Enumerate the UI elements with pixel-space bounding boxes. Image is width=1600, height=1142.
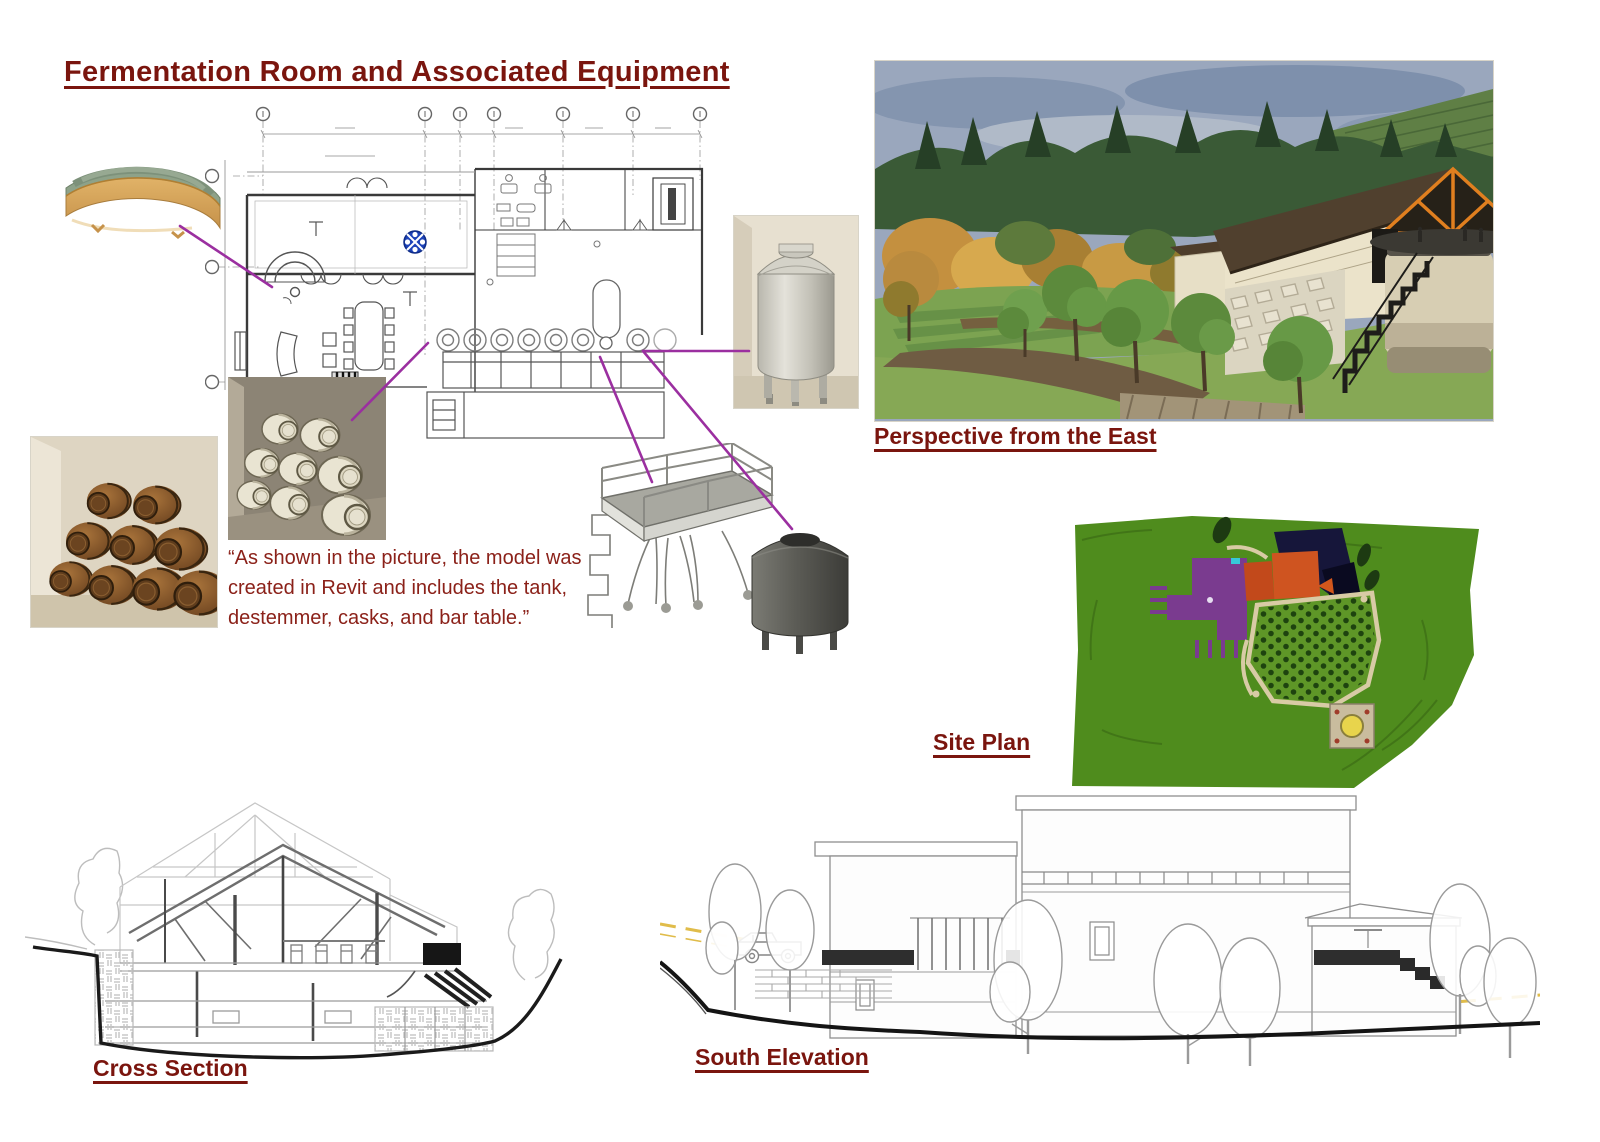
perspective-figure: Perspective from the East <box>874 60 1494 449</box>
site-plan-rendering <box>1072 516 1479 788</box>
annotation-text: “As shown in the picture, the model was … <box>228 547 582 629</box>
dark-tank-render <box>751 533 849 654</box>
cross-section-drawing <box>25 802 563 1060</box>
perspective-caption: Perspective from the East <box>874 423 1157 449</box>
site-plan-caption: Site Plan <box>933 729 1031 755</box>
wood-barrels-photo <box>30 436 218 628</box>
steel-tank-render <box>733 215 859 409</box>
perspective-rendering <box>874 60 1494 422</box>
page-title: Fermentation Room and Associated Equipme… <box>64 56 730 88</box>
cross-section-caption: Cross Section <box>93 1055 248 1081</box>
casks-model-render <box>228 377 386 540</box>
south-elevation-drawing <box>660 795 1540 1066</box>
bar-table-render <box>65 166 221 239</box>
south-elevation-caption: South Elevation <box>695 1044 869 1070</box>
section-marker-icon <box>403 230 427 254</box>
